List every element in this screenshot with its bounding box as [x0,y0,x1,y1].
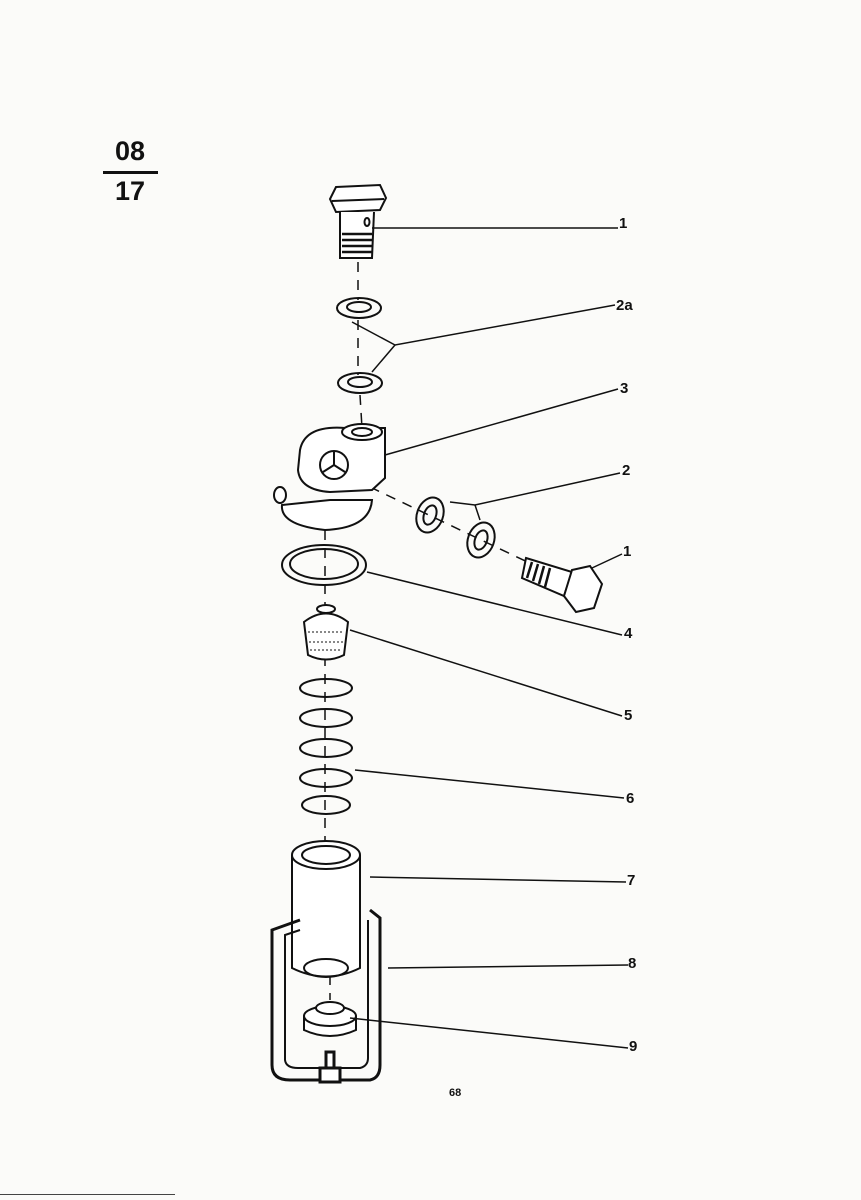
section-number-bottom: 17 [114,176,146,206]
leader-lines [349,227,629,1049]
bowl-seal [303,1001,357,1037]
washer-2-left [415,496,445,534]
callout-6-spring: 6 [626,790,635,807]
retaining-yoke [270,908,382,1084]
footer-rule [0,1194,175,1195]
callout-4-gasket: 4 [624,625,633,642]
washer-2a-lower [337,372,383,394]
gasket-ring [281,544,367,586]
callout-9-seal: 9 [629,1038,638,1055]
banjo-bolt-top [328,183,388,259]
assembly-axis [324,262,541,1000]
callout-2a-washers: 2a [616,297,633,314]
callout-5-strainer: 5 [624,707,633,724]
callout-7-bowl: 7 [627,872,636,889]
washer-2-right [466,521,496,559]
filter-head [273,423,386,532]
section-divider [103,171,158,174]
callout-1-side-bolt: 1 [623,543,632,560]
filter-bowl [291,840,361,978]
callout-1-top-bolt: 1 [619,215,628,232]
section-number-top: 08 [114,136,146,166]
page-number: 68 [449,1087,462,1099]
banjo-bolt-side [520,556,604,614]
washer-2a-upper [336,297,382,319]
spring [299,678,353,815]
callout-3-filter-head: 3 [620,380,629,397]
callout-8-yoke: 8 [628,955,637,972]
strainer [302,604,350,661]
callout-2-washers: 2 [622,462,631,479]
